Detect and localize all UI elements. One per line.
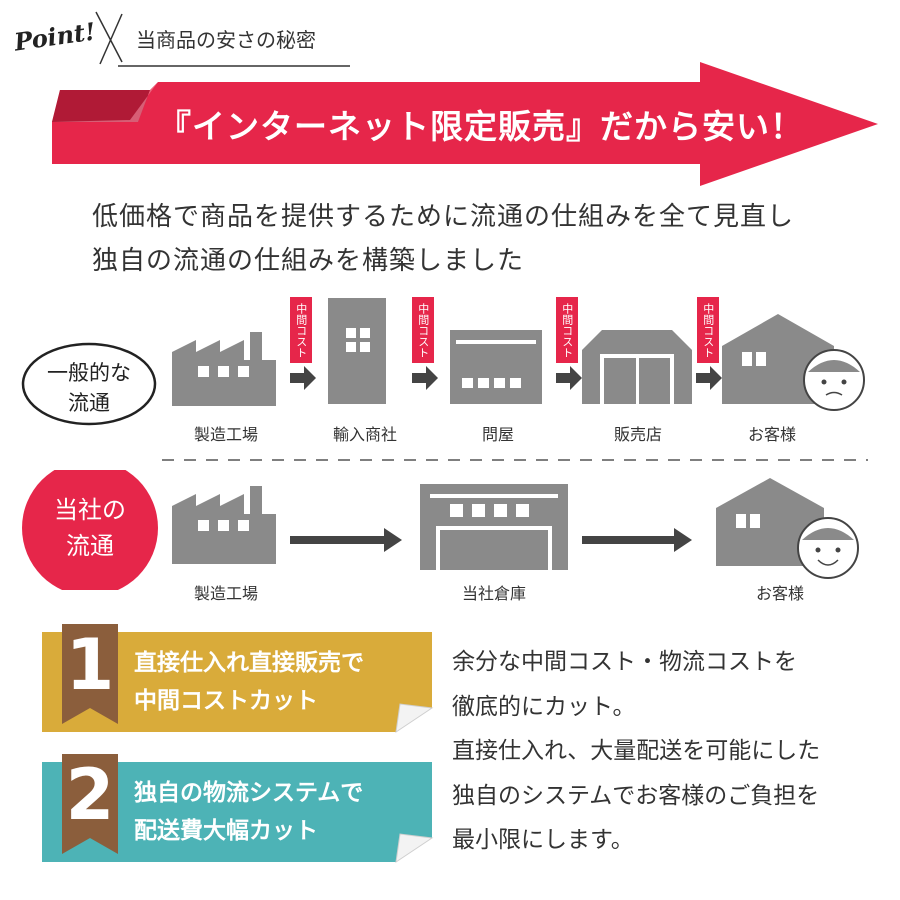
step-label: 販売店 bbox=[613, 425, 662, 444]
our-flow-label-line2: 流通 bbox=[66, 532, 114, 560]
point-2-curl bbox=[395, 833, 434, 864]
office-building-icon bbox=[328, 298, 386, 404]
point-1-line2: 中間コストカット bbox=[134, 688, 318, 714]
point-1-line1: 直接仕入れ直接販売で bbox=[134, 650, 364, 676]
header-decoration bbox=[95, 11, 350, 67]
point-badges-graphics bbox=[42, 624, 434, 864]
factory-icon bbox=[172, 332, 276, 406]
point-1-curl bbox=[395, 703, 434, 734]
general-flow-label-line2: 流通 bbox=[68, 391, 110, 415]
description-line: 独自のシステムでお客様のご負担を bbox=[452, 782, 820, 809]
dashed-divider bbox=[162, 459, 868, 461]
warehouse-icon bbox=[420, 484, 568, 570]
customer-face-icon bbox=[803, 349, 865, 411]
customer-house-icon bbox=[716, 478, 824, 566]
header-title: 当商品の安さの秘密 bbox=[136, 28, 316, 52]
point-1-background bbox=[42, 632, 432, 732]
long-arrow-2 bbox=[582, 528, 692, 552]
point-2-number: 2 bbox=[65, 754, 115, 836]
general-flow-arrows bbox=[290, 366, 722, 390]
description-line: 余分な中間コスト・物流コストを bbox=[452, 649, 797, 675]
banner-arrow bbox=[52, 62, 878, 186]
point-1-number: 1 bbox=[65, 624, 115, 706]
point-2-text: 独自の物流システムで 配送費大幅カット bbox=[134, 774, 363, 850]
general-flow-oval bbox=[21, 342, 157, 426]
description-block: 余分な中間コスト・物流コストを 徹底的にカット。 直接仕入れ、大量配送を可能にし… bbox=[452, 640, 820, 863]
our-flow-circle bbox=[22, 470, 158, 590]
general-flow-label-line1: 一般的な bbox=[47, 361, 131, 385]
intro-line-1: 低価格で商品を提供するために流通の仕組みを全て見直し bbox=[92, 202, 795, 232]
step-label: お客様 bbox=[755, 584, 804, 603]
step-label: 当社倉庫 bbox=[461, 584, 526, 603]
shop-icon bbox=[582, 330, 692, 404]
our-flow-label: 当社の 流通 bbox=[30, 492, 150, 564]
general-flow-label: 一般的な 流通 bbox=[19, 358, 159, 418]
point-2-line2: 配送費大幅カット bbox=[134, 818, 318, 844]
point-1-ribbon bbox=[62, 624, 118, 724]
middle-cost-tag: 中間コスト bbox=[556, 297, 578, 363]
intro-line-2: 独自の流通の仕組みを構築しました bbox=[92, 246, 525, 276]
long-arrow-1 bbox=[290, 528, 402, 552]
step-label: 輸入商社 bbox=[332, 425, 397, 444]
point-2-line1: 独自の物流システムで bbox=[134, 780, 364, 806]
description-line: 直接仕入れ、大量配送を可能にした bbox=[452, 738, 821, 764]
our-flow-graphics bbox=[22, 470, 859, 590]
step-label: 製造工場 bbox=[193, 425, 258, 444]
description-line: 最小限にします。 bbox=[452, 827, 634, 853]
middle-cost-tag: 中間コスト bbox=[290, 297, 312, 363]
description-line: 徹底的にカット。 bbox=[452, 693, 636, 720]
general-flow-graphics bbox=[21, 298, 865, 426]
step-label: お客様 bbox=[747, 425, 796, 444]
factory-icon bbox=[172, 486, 276, 564]
middle-cost-tag: 中間コスト bbox=[412, 297, 434, 363]
step-label: 問屋 bbox=[481, 425, 514, 444]
step-label: 製造工場 bbox=[193, 584, 258, 603]
wholesale-building-icon bbox=[450, 330, 542, 404]
point-2-background bbox=[42, 762, 432, 862]
point-1-text: 直接仕入れ直接販売で 中間コストカット bbox=[134, 644, 364, 720]
point-2-ribbon bbox=[62, 754, 118, 854]
our-flow-label-line1: 当社の bbox=[54, 496, 126, 524]
customer-face-icon bbox=[797, 517, 859, 579]
banner-text: 『インターネット限定販売』だから安い！ bbox=[158, 107, 804, 146]
middle-cost-tag: 中間コスト bbox=[697, 297, 719, 363]
